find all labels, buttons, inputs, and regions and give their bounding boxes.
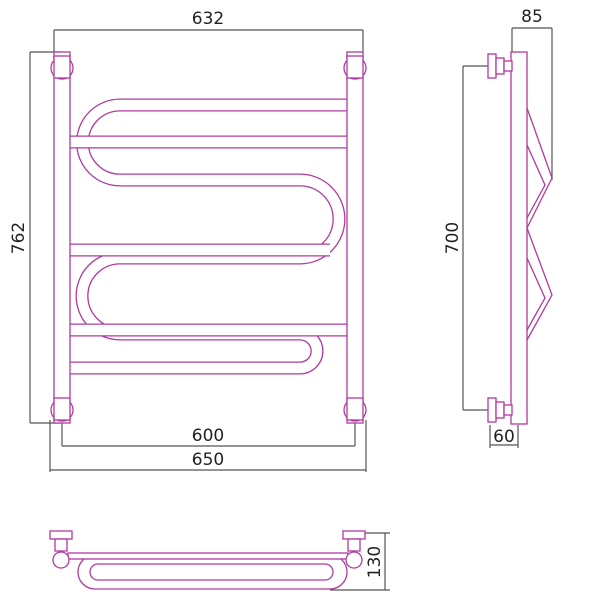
dim-axis-distance: 600 [192, 426, 224, 446]
dim-bottom-depth: 130 [365, 546, 385, 578]
left-post [53, 51, 71, 424]
dim-wall-offset: 60 [493, 427, 515, 447]
bottom-view: 130 [49, 530, 390, 591]
front-dimensions: 632 762 600 650 [9, 9, 367, 472]
side-post [510, 51, 528, 425]
dim-overall-width: 650 [192, 450, 224, 470]
dim-side-height: 700 [443, 222, 463, 254]
dim-top-width: 632 [192, 9, 224, 29]
serpentine-tube [70, 98, 347, 375]
right-post [346, 51, 364, 424]
front-view [50, 51, 367, 424]
side-view: 85 700 60 [443, 7, 553, 448]
dim-side-depth: 85 [521, 7, 543, 27]
dim-height-total: 762 [9, 222, 29, 254]
